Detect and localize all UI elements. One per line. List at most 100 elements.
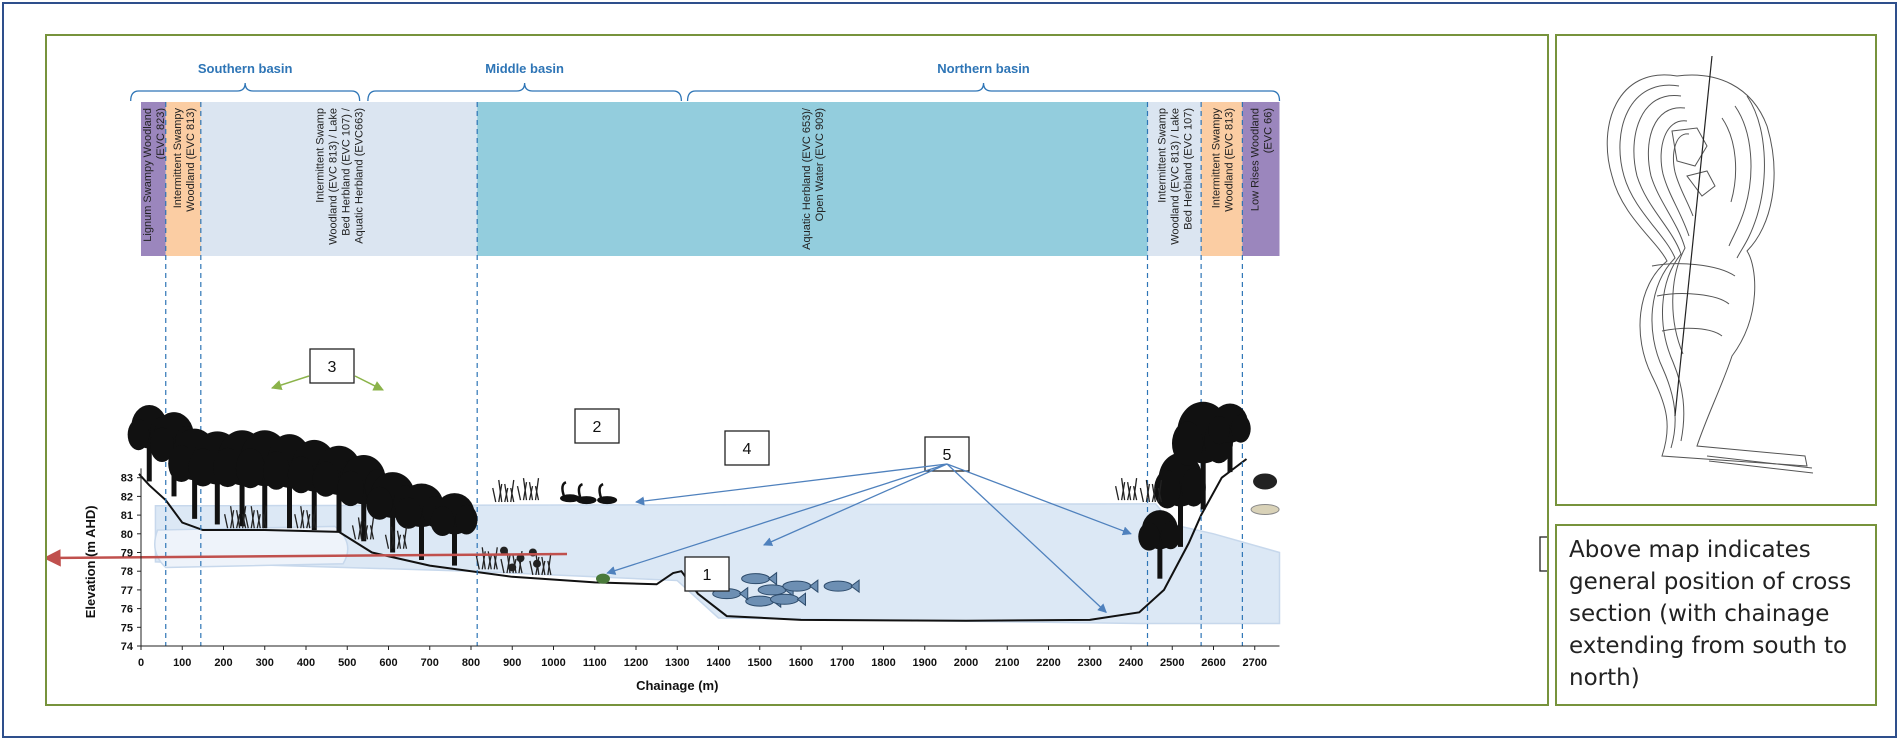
reeds <box>1114 478 1138 501</box>
reed-stem <box>498 479 503 503</box>
basin-brace <box>367 82 683 102</box>
tree-trunk <box>336 483 342 532</box>
reed-stem <box>300 506 305 529</box>
reed-stem <box>229 506 235 529</box>
callout-3-arrow <box>354 375 384 391</box>
zone-band <box>1242 102 1280 256</box>
map-note-text: Above map indicates general position of … <box>1569 537 1852 691</box>
tree-silhouette <box>430 493 478 566</box>
x-tick-label: 2300 <box>1078 657 1102 669</box>
tree-canopy <box>235 448 265 489</box>
zone-label-line: Lignum Swampy Woodland <box>142 108 154 242</box>
reed-stem <box>1120 478 1126 501</box>
tree-trunk <box>192 468 198 519</box>
callout-5-arrow <box>635 463 948 506</box>
y-tick-label: 74 <box>121 641 134 653</box>
zone-band <box>200 102 478 256</box>
tree-canopy <box>127 419 150 451</box>
x-tick-label: 2700 <box>1243 657 1267 669</box>
reed-stem <box>312 506 317 529</box>
zone-label-line: Intermittent Swampy <box>172 108 184 209</box>
basin-label: Northern basin <box>937 61 1030 76</box>
tree-canopy <box>1171 421 1204 466</box>
tree-trunk <box>452 524 457 566</box>
x-tick-label: 2400 <box>1119 657 1143 669</box>
y-tick-label: 78 <box>121 566 133 578</box>
tree-trunk <box>311 479 317 531</box>
swan-body <box>560 494 580 503</box>
cross-section-panel: Lignum Swampy Woodland(EVC 823)Intermitt… <box>43 34 1585 706</box>
basin-label: Southern basin <box>198 61 293 76</box>
callout-frame <box>684 556 730 592</box>
reeds <box>492 479 515 503</box>
ground-profile <box>138 458 1248 622</box>
callout-5-arrow <box>946 463 1132 536</box>
small-fish-icon <box>516 554 525 563</box>
zone-label-line: Intermittent Swamp <box>315 108 327 203</box>
callout-box: 3 <box>309 348 355 384</box>
callout-box: 1 <box>684 556 730 592</box>
tree-canopy <box>366 486 393 520</box>
tree-canopy <box>312 461 339 497</box>
fish-body <box>823 580 853 592</box>
tree-canopy <box>1230 414 1251 443</box>
x-tick-label: 2100 <box>995 657 1019 669</box>
y-tick-label: 79 <box>121 548 133 560</box>
zone-band <box>141 102 166 256</box>
shallow-pool <box>154 525 349 569</box>
y-tick-label: 81 <box>121 510 133 522</box>
tree-trunk <box>390 507 396 553</box>
x-tick-label: 1000 <box>541 657 565 669</box>
swan-body <box>576 496 597 505</box>
callout-3-arrow <box>271 375 310 391</box>
tree-trunk <box>419 517 424 560</box>
reed-stem <box>500 558 505 574</box>
tree-trunk <box>262 473 268 529</box>
y-axis-title: Elevation (m AHD) <box>83 505 98 618</box>
reed-stem <box>547 552 552 576</box>
reed-stem <box>235 510 241 529</box>
reed-stem <box>402 534 408 549</box>
x-tick-label: 1900 <box>913 657 937 669</box>
fish-tail <box>796 592 806 607</box>
x-tick-label: 2600 <box>1201 657 1225 669</box>
reed-stem <box>1114 486 1120 501</box>
tree-trunk <box>1227 433 1233 473</box>
tree-silhouette <box>1154 452 1206 547</box>
reed-stem <box>1132 486 1138 501</box>
reed-stem <box>1145 479 1151 503</box>
x-tick-label: 400 <box>297 657 315 669</box>
fish-icon <box>782 579 819 594</box>
basin-brace <box>130 82 361 102</box>
zone-label-line: Woodland (EVC 813) <box>185 108 197 212</box>
zone-label-line: Open Water (EVC 909) <box>814 108 826 221</box>
reed-stem <box>1132 478 1138 501</box>
callout-frame <box>309 348 355 384</box>
callout-box: 1 <box>1539 536 1585 572</box>
fish-tail <box>767 571 778 586</box>
zone-label-line: Bed Herbland (EVC 107) / <box>341 107 353 236</box>
zone-label: Low Rises Woodland(EVC 66) <box>1249 108 1274 211</box>
reed-stem <box>223 514 229 529</box>
reed-stem <box>504 483 509 503</box>
fish-tail <box>850 579 860 594</box>
reed-stem <box>528 482 534 501</box>
tree-trunk <box>1157 540 1163 579</box>
reed-stem <box>541 556 546 576</box>
reeds <box>1139 479 1163 503</box>
swan-neck <box>577 482 584 499</box>
fish-icon <box>741 571 778 586</box>
reed-stem <box>402 526 408 549</box>
x-tick-label: 1500 <box>748 657 772 669</box>
tree-trunk <box>1200 448 1206 510</box>
small-fish-icon <box>500 546 508 555</box>
callout-box: 2 <box>574 408 620 444</box>
x-tick-label: 1200 <box>624 657 648 669</box>
reed-stem <box>241 506 247 529</box>
zone-band <box>1201 102 1243 256</box>
reed-stem <box>534 486 540 501</box>
reed-stem <box>1157 487 1163 503</box>
reed-stem <box>262 506 267 529</box>
